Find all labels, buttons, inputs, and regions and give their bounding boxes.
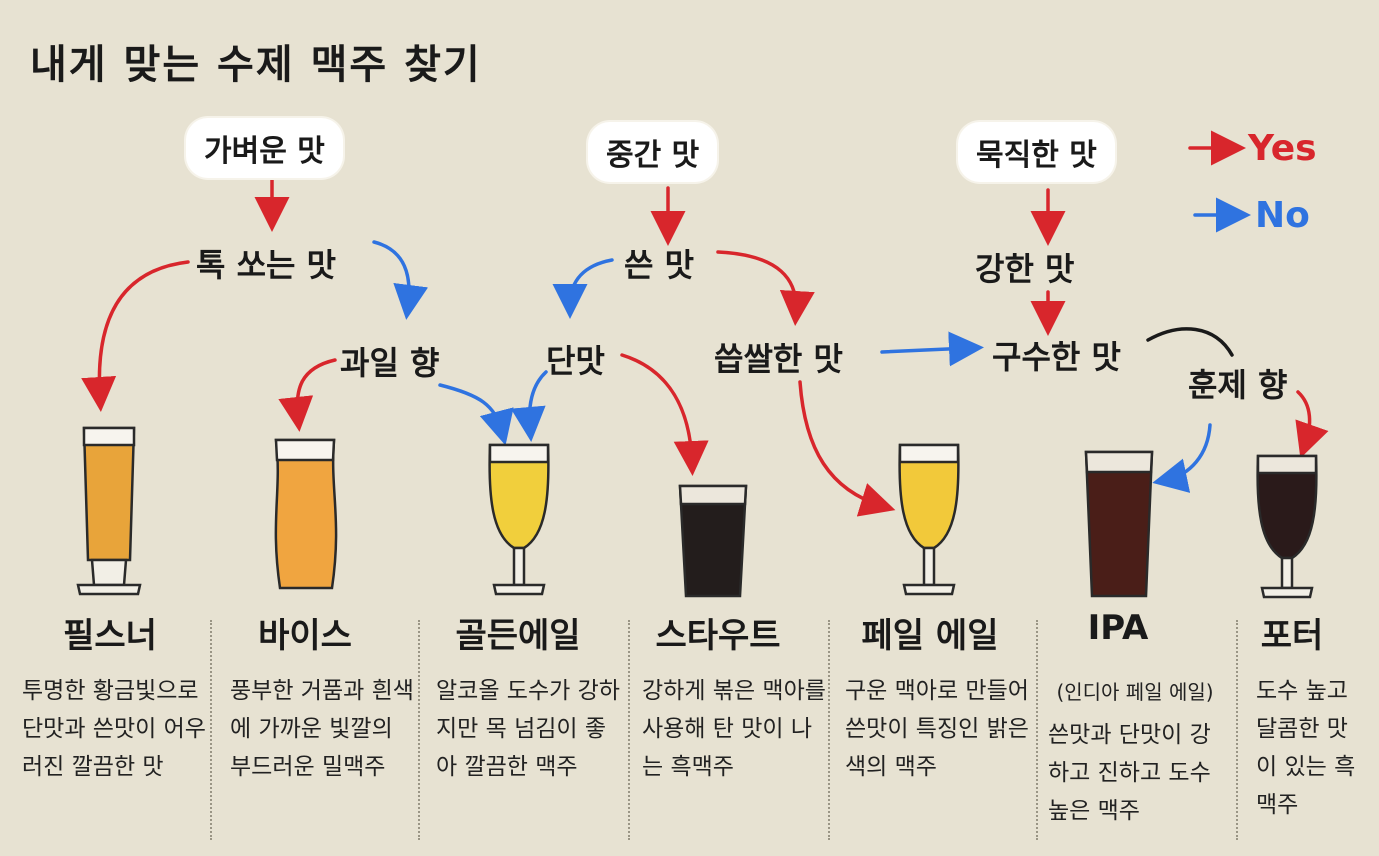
arrow-bitter-sweet	[552, 258, 614, 319]
beer-desc-porter: 도수 높고 달콤한 맛이 있는 흑맥주	[1256, 678, 1356, 818]
arrow-tok-fruit	[372, 240, 429, 320]
arrow-tok-pilsner	[81, 260, 190, 412]
node-smoke: 훈제 향	[1188, 366, 1288, 404]
beer-sub-ipa: (인디아 페일 에일)	[1056, 680, 1214, 704]
legend-yes-label: Yes	[1248, 128, 1317, 169]
node-bitter: 쓴 맛	[624, 246, 695, 284]
arrow-fruit-weiss	[278, 358, 337, 432]
beer-desc-weiss: 풍부한 거품과 흰색에 가까운 빛깔의 부드러운 밀맥주	[230, 678, 414, 780]
column-divider	[1036, 620, 1038, 840]
node-sweet: 단맛	[546, 342, 605, 380]
beer-name-golden-ale: 골든에일	[455, 616, 581, 656]
link-nutty-smoke	[1146, 327, 1234, 357]
column-divider	[210, 620, 212, 840]
pale-ale-glass	[898, 443, 960, 596]
category-medium: 중간 맛	[588, 122, 718, 182]
column-divider	[628, 620, 630, 840]
column-divider	[828, 620, 830, 840]
porter-glass	[1256, 454, 1318, 599]
beer-desc-pilsner: 투명한 황금빛으로 단맛과 쓴맛이 어우러진 깔끔한 맛	[22, 678, 206, 780]
beer-desc-golden-ale: 알코올 도수가 강하지만 목 넘김이 좋아 깔끔한 맥주	[436, 678, 620, 780]
stout-glass	[678, 484, 748, 598]
beer-name-porter: 포터	[1260, 616, 1324, 656]
beer-desc-stout: 강하게 볶은 맥아를 사용해 탄 맛이 나는 흑맥주	[642, 678, 826, 780]
legend-no-label: No	[1255, 195, 1310, 236]
arrow-sweet-golden	[510, 370, 548, 442]
arrow-smoke-ipa	[1152, 423, 1212, 493]
beer-name-pale-ale: 페일 에일	[861, 616, 999, 656]
column-divider	[1236, 620, 1238, 840]
golden-ale-glass	[488, 443, 550, 596]
category-heavy: 묵직한 맛	[958, 122, 1115, 182]
arrow-sweet-stout	[620, 353, 709, 476]
page-title: 내게 맞는 수제 맥주 찾기	[30, 42, 482, 88]
beer-name-weiss: 바이스	[258, 616, 352, 656]
beer-name-ipa: IPA	[1087, 608, 1149, 648]
column-divider	[418, 620, 420, 840]
node-fruit: 과일 향	[340, 344, 440, 382]
beer-name-stout: 스타우트	[655, 616, 781, 656]
weiss-glass	[274, 438, 338, 590]
node-nutty: 구수한 맛	[992, 338, 1121, 376]
category-light: 가벼운 맛	[186, 118, 343, 178]
beer-desc-pale-ale: 구운 맥아로 만들어 쓴맛이 특징인 밝은 색의 맥주	[845, 678, 1029, 780]
arrow-bitter-sour	[716, 250, 815, 326]
arrow-sour-pale	[798, 380, 896, 517]
node-sour: 씁쌀한 맛	[714, 340, 843, 378]
arrow-sour-nutty	[880, 331, 984, 367]
beer-desc-ipa: 쓴맛과 단맛이 강하고 진하고 도수 높은 맥주	[1048, 722, 1211, 824]
pilsner-glass	[76, 426, 142, 596]
arrow-smoke-porter	[1295, 390, 1329, 459]
ipa-glass	[1084, 450, 1154, 598]
arrow-fruit-golden	[438, 383, 514, 446]
node-tok: 톡 쏘는 맛	[196, 246, 337, 284]
node-strong: 강한 맛	[975, 250, 1075, 288]
beer-name-pilsner: 필스너	[63, 616, 157, 656]
